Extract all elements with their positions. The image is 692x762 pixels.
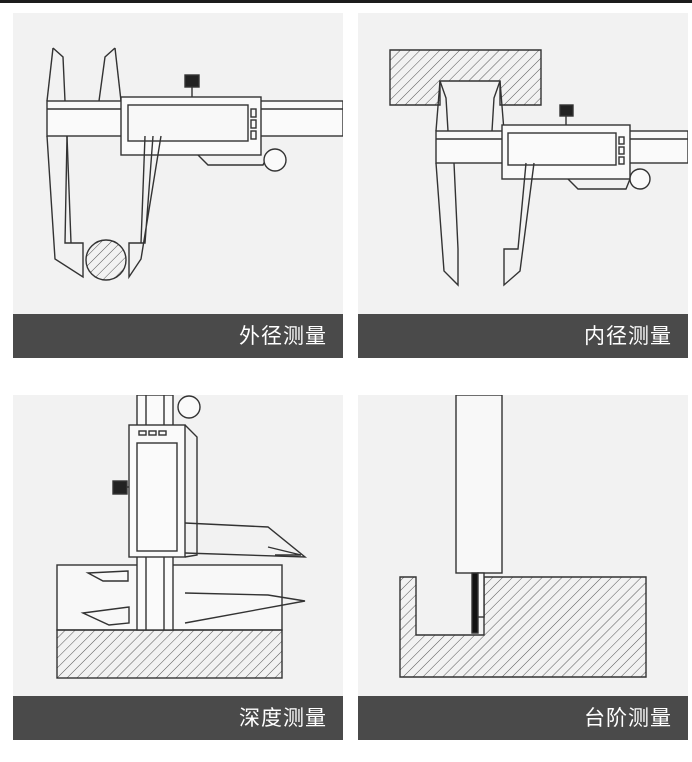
depth-illustration bbox=[56, 395, 308, 679]
inner-diameter-illustration bbox=[389, 49, 688, 287]
caption-step: 台阶测量 bbox=[358, 696, 688, 740]
panel-step: 台阶测量 bbox=[358, 395, 688, 740]
top-border bbox=[0, 0, 692, 3]
caption-outer-diameter: 外径测量 bbox=[13, 314, 343, 358]
panel-inner-diameter: 内径测量 bbox=[358, 13, 688, 358]
panel-depth: 深度测量 bbox=[13, 395, 343, 740]
outer-diameter-illustration bbox=[46, 47, 343, 281]
caption-depth: 深度测量 bbox=[13, 696, 343, 740]
panel-outer-diameter: 外径测量 bbox=[13, 13, 343, 358]
step-illustration bbox=[399, 395, 647, 678]
caption-inner-diameter: 内径测量 bbox=[358, 314, 688, 358]
